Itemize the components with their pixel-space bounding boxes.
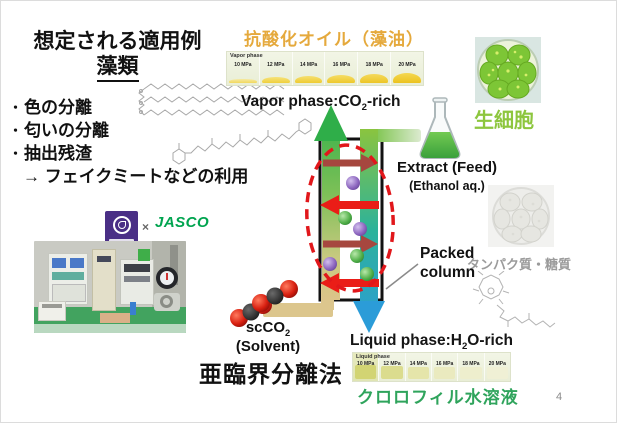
equipment-photo [34,241,186,333]
residue-cell-micrograph [488,185,554,247]
vial: 10 MPa [227,52,259,85]
vapor-phase-photo-strip: 10 MPa 12 MPa 14 MPa 16 MPa 18 MPa 20 MP… [226,51,424,86]
pressure-gauge [156,267,178,289]
oil-band [393,73,421,83]
liquid-band [355,365,377,379]
vial: 18 MPa [457,353,483,381]
carotenoid-structure [172,118,312,165]
feed-connector-pipe [371,129,421,142]
oil-band [327,75,356,83]
strip-title: Liquid phase [356,354,390,360]
university-emblem-icon [113,216,131,234]
chlorophyll-solution-label: クロロフィル水溶液 [357,388,519,407]
collaboration-cross: × [142,220,150,234]
bullet-marker: ・ [8,123,22,138]
bullet-subitem: → フェイクミートなどの利用 [23,167,249,186]
oil-band [294,76,323,83]
antioxidant-oil-heading: 抗酸化オイル（藻油） [244,30,424,49]
liquid-flow-arrowhead [353,301,385,333]
instrument-stack [48,253,88,305]
bullet-marker: ・ [8,100,22,115]
liquid-band [460,367,482,379]
liquid-flow-down [360,129,378,301]
vial: 20 MPa [390,52,423,85]
oil-band [360,74,389,83]
liquid-band [407,367,429,379]
scco2-label: scCO2 [245,319,291,338]
extract-flask [419,97,461,159]
liquid-band [433,367,456,379]
bullet-item: ・ 抽出残渣 [8,144,92,163]
vapor-phase-caption: Vapor phase:CO2-rich [241,93,401,114]
packed-column-outline [318,137,384,302]
slide-title: 想定される適用例 藻類 [15,29,220,82]
separation-column-diagram [230,105,421,333]
strip-title: Vapor phase [230,53,263,59]
packed-column-leader-line [385,263,419,290]
protein-sugar-label: タンパク質・糖質 [467,257,572,272]
balance-scale [38,301,66,321]
live-cell-micrograph [475,37,541,103]
vial: 12 MPa [258,52,292,85]
instrument-cabinet [92,249,116,311]
vial: 10 MPa [353,353,379,381]
vial: 18 MPa [357,52,390,85]
mixing-zone-ellipse [305,143,395,293]
bullet-marker: ・ [8,146,22,161]
vapor-flow-arrowhead [314,105,348,141]
solvent-role-label: (Solvent) [235,338,301,355]
instrument-module [120,259,154,305]
vial: 16 MPa [430,353,457,381]
exchange-arrows [320,154,379,293]
vial: 14 MPa [404,353,431,381]
method-title: 亜臨界分離法 [199,361,343,387]
bullet-list: ・ 色の分離 ・ 匂いの分離 ・ 抽出残渣 → フェイクミートなどの利用 [7,96,257,188]
chlorophyll-structure [472,271,556,328]
extract-feed-label: Extract (Feed) (Ethanol aq.) [396,159,498,193]
solvent-inlet-pipe [263,303,333,317]
oil-band [261,77,290,83]
slide-title-line2: 藻類 [96,54,139,82]
liquid-phase-caption: Liquid phase:H2O-rich [350,332,513,353]
live-cell-label: 生細胞 [474,110,534,132]
page-number: 4 [556,391,563,403]
slide-title-line1: 想定される適用例 [33,30,202,53]
liquid-phase-photo-strip: 10 MPa 12 MPa 14 MPa 16 MPa 18 MPa 20 MP… [352,352,511,382]
vial: 20 MPa [483,353,510,381]
vial: 14 MPa [291,52,325,85]
oil-band [229,79,257,83]
solute-particles [323,176,374,281]
liquid-band [381,366,403,379]
jasco-logo: JASCO [155,214,210,231]
vial: 16 MPa [324,52,357,85]
bullet-item: ・ 匂いの分離 [8,121,109,140]
vial: 12 MPa [378,353,404,381]
co2-molecules [230,280,298,327]
liquid-band [486,367,508,379]
bullet-item: ・ 色の分離 [8,98,92,117]
packed-column-label: Packed column [420,245,476,281]
